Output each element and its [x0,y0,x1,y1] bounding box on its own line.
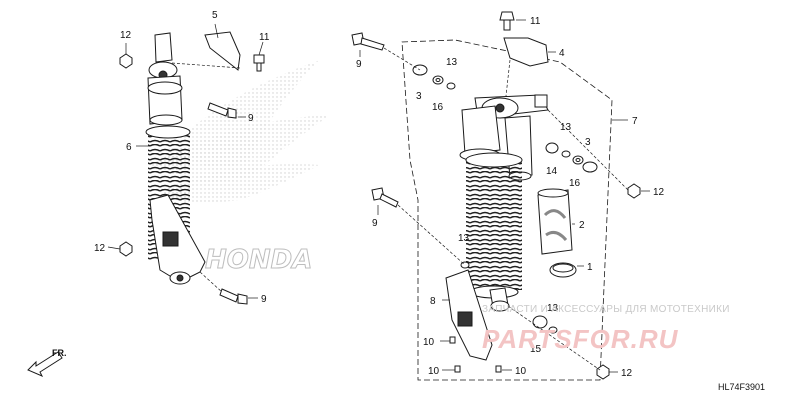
callout-16-upper: 16 [432,102,444,113]
callout-5: 5 [212,10,218,21]
part-9-left-bolt-upper [207,102,237,119]
right-leader-lines [359,19,650,373]
part-14-seal [545,142,559,154]
part-12-nut-right-upper [627,183,641,199]
part-11-left-bolt [253,54,265,72]
callout-7: 7 [632,116,638,127]
callout-4: 4 [559,48,565,59]
callout-numbers: 5 11 12 6 12 9 9 11 4 9 13 3 16 7 13 3 1… [94,10,665,379]
left-leader-lines [107,23,264,299]
part-13-seal-right [561,150,571,158]
callout-16-right: 16 [569,178,581,189]
part-8-lower-guard [445,269,493,361]
left-shock-assembly [145,32,206,285]
callout-13-upper: 13 [446,57,458,68]
part-9-left-bolt-lower [219,288,248,305]
part-9-right-bolt-upper [351,32,385,51]
front-arrow-icon [27,351,63,377]
part-3-collar-right [582,161,598,173]
callout-3-upper: 3 [416,91,422,102]
part-2-spring-cover [537,188,573,255]
callout-14: 14 [546,166,558,177]
part-10-screw-upper [449,336,456,344]
callout-13-lower-right: 13 [547,303,559,314]
part-12-left-nut-top [119,53,133,69]
part-5-left-bracket [204,31,241,71]
callout-9-right-lower: 9 [372,218,378,229]
callout-3-right: 3 [585,137,591,148]
site-watermark: ЗАПЧАСТИ И АКСЕССУАРЫ ДЛЯ МОТОТЕХНИКИ PA… [482,304,730,354]
part-11-right-bolt [499,11,515,31]
callout-9-right-upper: 9 [356,59,362,70]
callout-15: 15 [530,344,542,355]
watermark-tagline: ЗАПЧАСТИ И АКСЕССУАРЫ ДЛЯ МОТОТЕХНИКИ [482,304,730,315]
part-9-right-bolt-lower [371,187,399,208]
part-13-seal-lower-right [548,326,558,334]
honda-brand-text: HONDA [205,245,312,275]
part-13-seal-upper [446,82,456,90]
callout-2: 2 [579,220,585,231]
watermark-logo: PARTSFOR.RU [482,324,679,354]
callout-10-left: 10 [428,366,440,377]
callout-10-right: 10 [515,366,527,377]
honda-wing-logo: HONDA [150,60,330,276]
part-4-right-bracket [503,37,549,67]
front-direction-indicator: FR. [27,348,67,377]
callout-13-right: 13 [560,122,572,133]
part-12-left-nut-mid [119,241,133,257]
callout-12-left-top: 12 [120,30,132,41]
callout-8: 8 [430,296,436,307]
part-16-washer-upper [432,75,444,85]
callout-12-left-mid: 12 [94,243,106,254]
assembly-boundary-outline [401,39,613,381]
callout-12-right-upper: 12 [653,187,665,198]
callout-10-upper: 10 [423,337,435,348]
callout-13-lower-left: 13 [458,233,470,244]
diagram-code: HL74F3901 [718,382,765,392]
part-15-collar-lower [532,315,548,329]
callout-11-right: 11 [530,16,541,27]
callout-1: 1 [587,262,593,273]
callout-6: 6 [126,142,132,153]
callout-12-right-lower: 12 [621,368,633,379]
callout-9-left-lower: 9 [261,294,267,305]
part-10-screw-left [454,365,461,373]
part-16-washer-right [572,155,584,165]
right-shock-assembly [459,94,549,312]
front-direction-label: FR. [52,348,67,358]
callout-11-left: 11 [259,32,270,43]
part-10-screw-right [495,365,502,373]
part-12-nut-right-lower [596,364,610,380]
callout-9-left-upper: 9 [248,113,254,124]
part-1-ring [549,262,577,278]
